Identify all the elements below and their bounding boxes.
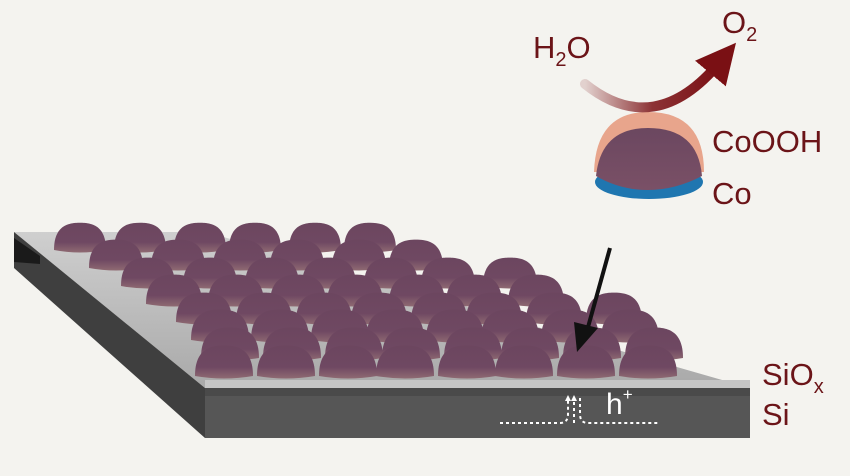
- hole-label: h+: [606, 385, 633, 421]
- oxygen-label: O2: [722, 5, 757, 46]
- silicon-label: Si: [762, 397, 790, 432]
- particle: [619, 345, 677, 379]
- substrate-front-shadow: [205, 388, 750, 396]
- particle-body: [596, 128, 702, 190]
- substrate-front-face: [205, 388, 750, 438]
- particle: [495, 345, 553, 379]
- core-label: Co: [712, 176, 752, 211]
- particle: [54, 222, 106, 253]
- substrate-left-dark-wedge: [14, 238, 40, 264]
- light-arrow: [574, 247, 612, 352]
- particle: [319, 345, 377, 379]
- substrate-left-face: [14, 232, 205, 438]
- particle: [438, 345, 496, 379]
- hole-transport-arrows: [500, 395, 660, 424]
- oxide-label: SiOx: [762, 357, 824, 398]
- particle: [195, 345, 253, 379]
- water-label: H2O: [533, 30, 591, 71]
- particle: [257, 345, 315, 379]
- zoomed-particle: [594, 112, 704, 199]
- particle-array: [54, 222, 683, 379]
- substrate-top-edge: [205, 380, 750, 388]
- particle: [557, 345, 615, 379]
- particle: [376, 345, 434, 379]
- shell-label: CoOOH: [712, 124, 822, 159]
- reaction-arrow: [580, 42, 737, 113]
